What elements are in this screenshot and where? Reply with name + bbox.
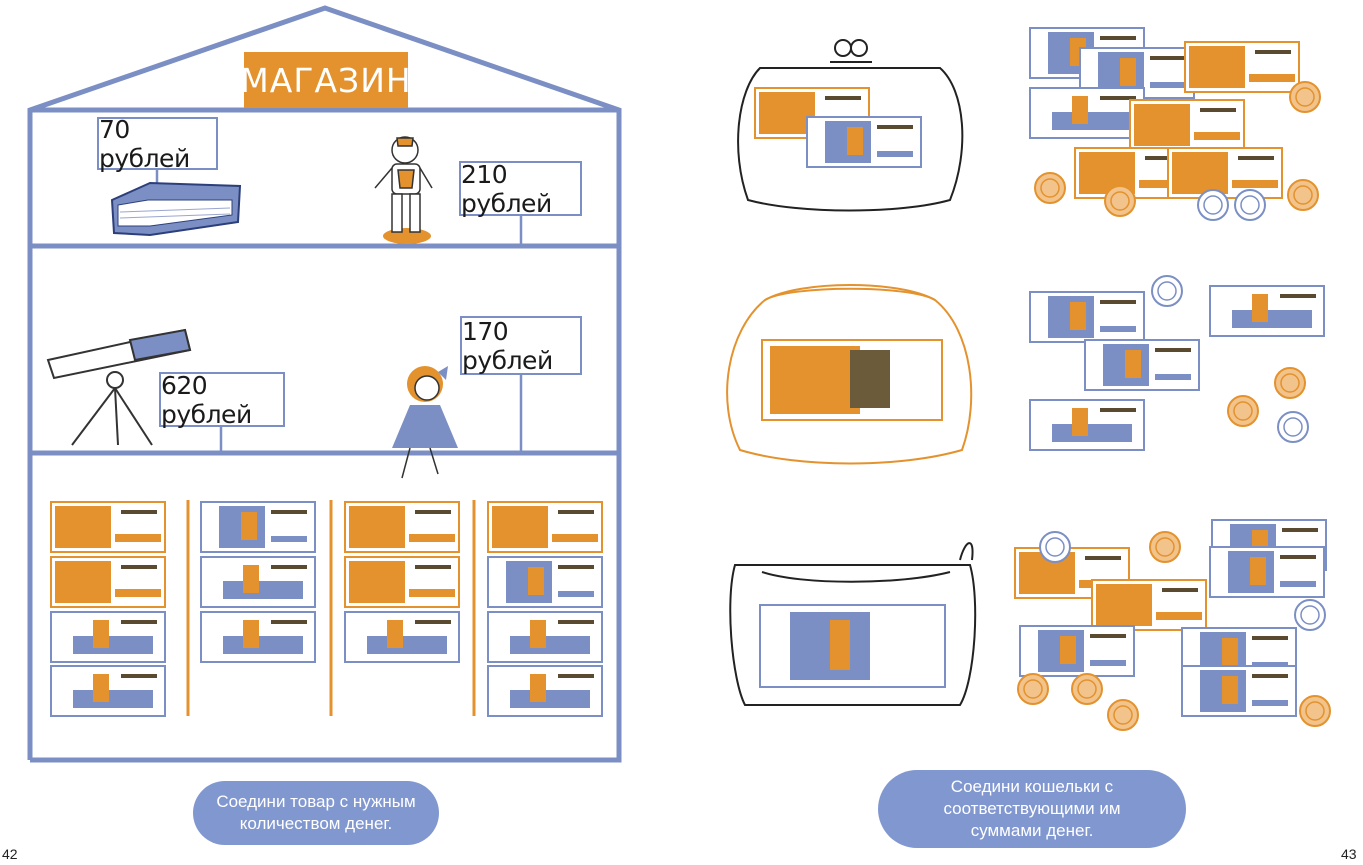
price-tag-telescope: 620 рублей bbox=[159, 371, 285, 429]
wallet-3 bbox=[729, 542, 977, 706]
price-tag-book: 70 рублей bbox=[97, 115, 218, 173]
right-instruction-bubble: Соедини кошельки с соответствующими им с… bbox=[878, 770, 1186, 848]
telescope-illustration bbox=[46, 328, 192, 446]
price-tag-doll: 170 рублей bbox=[460, 316, 582, 375]
left-instruction-bubble: Соедини товар с нужным количеством денег… bbox=[193, 781, 439, 845]
price-tag-robot: 210 рублей bbox=[459, 160, 582, 218]
wallet-1-note-50 bbox=[806, 116, 922, 168]
page-number-right: 43 bbox=[1341, 846, 1357, 862]
money-pile-3 bbox=[1014, 519, 1331, 731]
doll-illustration bbox=[392, 366, 458, 479]
shop-title: МАГАЗИН bbox=[240, 52, 411, 108]
money-column-dividers bbox=[186, 500, 476, 716]
money-column-4 bbox=[487, 501, 603, 717]
page-number-left: 42 bbox=[2, 846, 18, 862]
wallet-2 bbox=[726, 284, 973, 465]
wallet-2-note-500 bbox=[761, 339, 943, 421]
book-illustration bbox=[110, 181, 242, 237]
wallet-1 bbox=[737, 39, 964, 212]
money-pile-2 bbox=[1029, 275, 1325, 451]
wallet-3-note-1000 bbox=[759, 604, 946, 688]
tag-poles bbox=[155, 170, 523, 453]
robot-illustration bbox=[374, 136, 433, 244]
money-column-2 bbox=[200, 501, 316, 663]
money-column-1 bbox=[50, 501, 166, 717]
money-column-3 bbox=[344, 501, 460, 663]
money-pile-1 bbox=[1029, 27, 1321, 221]
